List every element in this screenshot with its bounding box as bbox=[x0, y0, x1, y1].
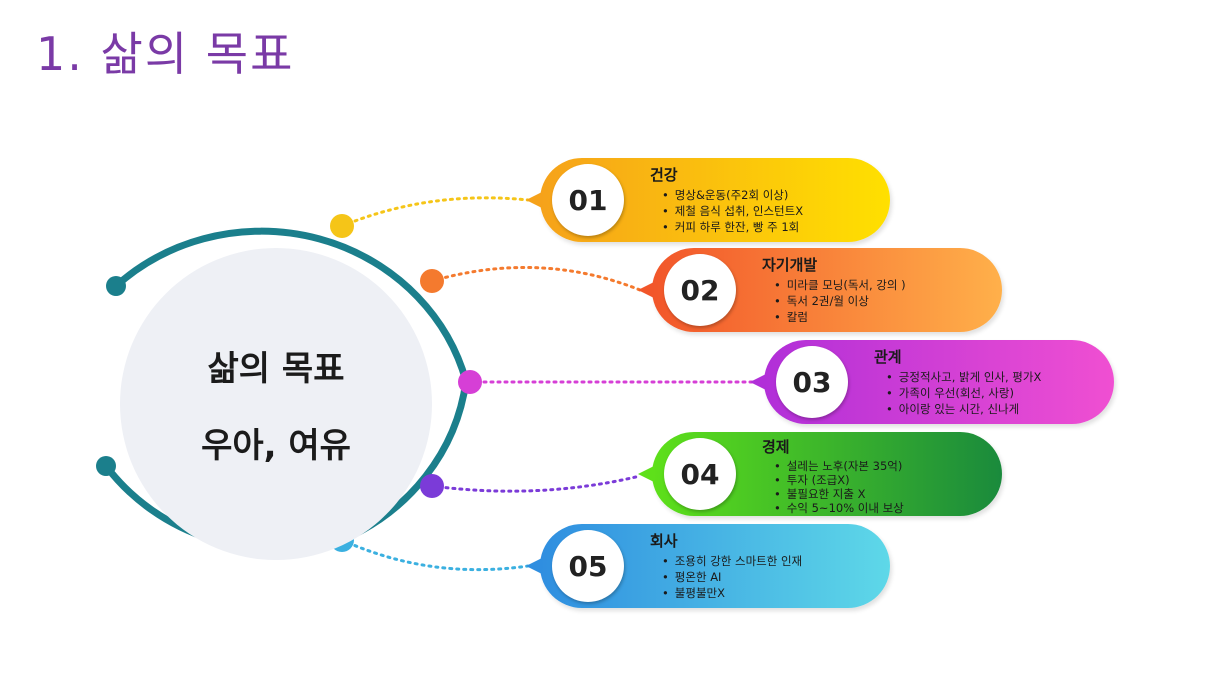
center-circle: 삶의 목표 우아, 여유 bbox=[120, 248, 432, 560]
card-points: 미라클 모닝(독서, 강의 ) 독서 2권/월 이상 칼럼 bbox=[762, 277, 906, 325]
number-badge: 02 bbox=[664, 254, 736, 326]
goal-card-01: 01 건강 명상&운동(주2회 이상) 제철 음식 섭취, 인스턴트X 커피 하… bbox=[526, 158, 890, 242]
card-title: 경제 bbox=[762, 438, 790, 456]
goal-card-03: 03 관계 긍정적사고, 밝게 인사, 평가X 가족이 우선(회선, 사랑) 아… bbox=[750, 340, 1114, 424]
connector-02 bbox=[430, 266, 642, 292]
number-badge-label: 02 bbox=[680, 273, 720, 307]
connector-04 bbox=[430, 474, 642, 493]
card-points: 긍정적사고, 밝게 인사, 평가X 가족이 우선(회선, 사랑) 아이랑 있는 … bbox=[874, 369, 1042, 417]
card-title: 회사 bbox=[650, 532, 678, 550]
card-points: 명상&운동(주2회 이상) 제철 음식 섭취, 인스턴트X 커피 하루 한잔, … bbox=[650, 187, 803, 235]
list-item: 투자 (조급X) bbox=[774, 473, 904, 487]
number-badge-label: 03 bbox=[792, 365, 832, 399]
list-item: 아이랑 있는 시간, 신나게 bbox=[886, 401, 1041, 417]
list-item: 평온한 AI bbox=[662, 569, 802, 585]
list-item: 가족이 우선(회선, 사랑) bbox=[886, 385, 1041, 401]
node-dot-02 bbox=[420, 269, 444, 293]
list-item: 명상&운동(주2회 이상) bbox=[662, 187, 803, 203]
number-badge: 01 bbox=[552, 164, 624, 236]
number-badge-label: 05 bbox=[568, 549, 608, 583]
card-points: 설레는 노후(자본 35억) 투자 (조급X) 불필요한 지출 X 수익 5~1… bbox=[762, 459, 904, 515]
card-pointer bbox=[526, 558, 542, 574]
number-badge-label: 04 bbox=[680, 457, 720, 491]
list-item: 불평불만X bbox=[662, 585, 802, 601]
list-item: 불필요한 지출 X bbox=[774, 487, 904, 501]
outer-ring-arc bbox=[112, 227, 470, 385]
ring-end-bottom bbox=[96, 456, 116, 476]
card-title: 건강 bbox=[650, 166, 678, 184]
node-dot-01 bbox=[330, 214, 354, 238]
list-item: 독서 2권/월 이상 bbox=[774, 293, 906, 309]
card-pointer bbox=[750, 374, 766, 390]
goal-card-02: 02 자기개발 미라클 모닝(독서, 강의 ) 독서 2권/월 이상 칼럼 bbox=[638, 248, 1002, 332]
connector-01 bbox=[340, 196, 530, 228]
card-pointer bbox=[638, 466, 654, 482]
number-badge: 05 bbox=[552, 530, 624, 602]
card-points: 조용히 강한 스마트한 인재 평온한 AI 불평불만X bbox=[650, 553, 802, 601]
number-badge-label: 01 bbox=[568, 183, 608, 217]
list-item: 미라클 모닝(독서, 강의 ) bbox=[774, 277, 906, 293]
ring-end-top bbox=[106, 276, 126, 296]
list-item: 커피 하루 한잔, 빵 주 1회 bbox=[662, 219, 803, 235]
goal-card-04: 04 경제 설레는 노후(자본 35억) 투자 (조급X) 불필요한 지출 X … bbox=[638, 432, 1002, 516]
connector-05 bbox=[340, 538, 530, 572]
list-item: 수익 5~10% 이내 보상 bbox=[774, 501, 904, 515]
center-subtitle: 우아, 여유 bbox=[201, 426, 351, 466]
list-item: 설레는 노후(자본 35억) bbox=[774, 459, 904, 473]
card-pointer bbox=[638, 282, 654, 298]
number-badge: 04 bbox=[664, 438, 736, 510]
list-item: 제철 음식 섭취, 인스턴트X bbox=[662, 203, 803, 219]
node-dot-03 bbox=[458, 370, 482, 394]
number-badge: 03 bbox=[776, 346, 848, 418]
list-item: 칼럼 bbox=[774, 309, 906, 325]
card-pointer bbox=[526, 192, 542, 208]
center-title: 삶의 목표 bbox=[207, 349, 345, 389]
list-item: 조용히 강한 스마트한 인재 bbox=[662, 553, 802, 569]
card-title: 자기개발 bbox=[762, 256, 818, 274]
card-title: 관계 bbox=[874, 348, 902, 366]
goal-card-05: 05 회사 조용히 강한 스마트한 인재 평온한 AI 불평불만X bbox=[526, 524, 890, 608]
page-title: 1. 삶의 목표 bbox=[36, 27, 295, 81]
list-item: 긍정적사고, 밝게 인사, 평가X bbox=[886, 369, 1042, 385]
node-dot-04 bbox=[420, 474, 444, 498]
